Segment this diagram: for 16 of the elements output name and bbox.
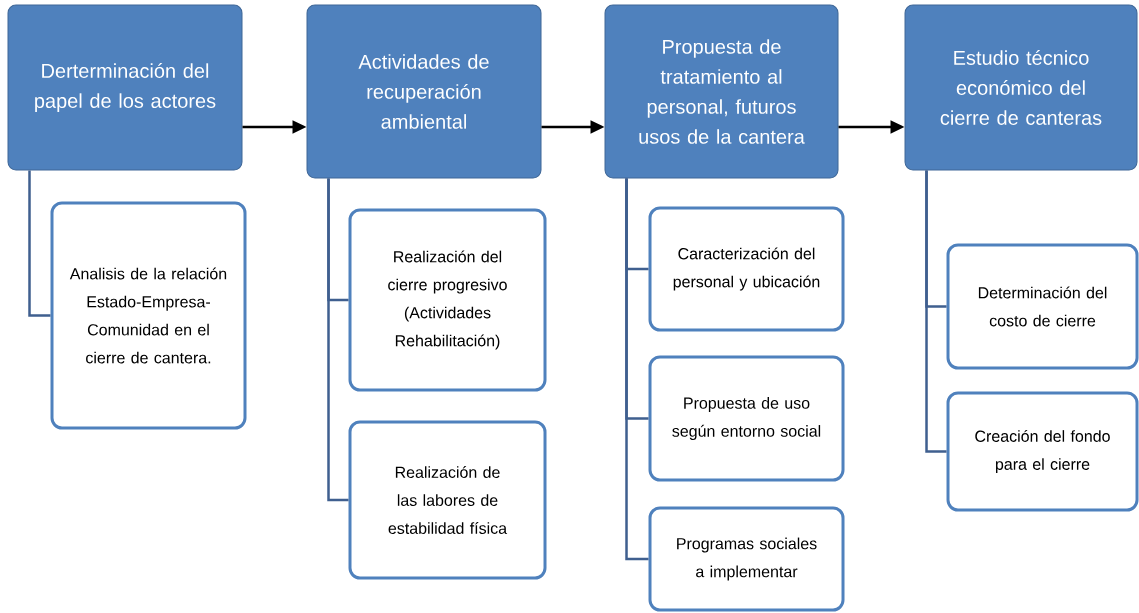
stage-box: Actividades de recuperación ambiental <box>306 4 542 179</box>
task-box: Caracterización del personal y ubicación <box>648 206 845 332</box>
task-box: Creación del fondo para el cierre <box>946 391 1139 512</box>
task-box: Programas sociales a implementar <box>648 506 845 612</box>
task-box: Realización del cierre progresivo (Actividades Rehabilitación) <box>348 208 547 392</box>
connector-line <box>925 170 947 453</box>
stage-box: Derterminación del papel de los actores <box>7 4 243 171</box>
task-box: Determinación del costo de cierre <box>946 243 1139 370</box>
stage-box: Propuesta de tratamiento al personal, futuros usos de la cantera <box>604 4 839 179</box>
connector-line <box>327 178 349 502</box>
task-box: Analisis de la relación Estado-Empresa-Comunidad en el cierre de cantera. <box>50 201 247 430</box>
stage-box: Estudio técnico económico del cierre de canteras <box>904 4 1138 171</box>
connector-line <box>625 178 649 561</box>
task-box: Propuesta de uso según entorno social <box>648 355 845 482</box>
task-box: Realización de las labores de estabilidad física <box>348 420 547 580</box>
connector-line <box>28 170 51 317</box>
